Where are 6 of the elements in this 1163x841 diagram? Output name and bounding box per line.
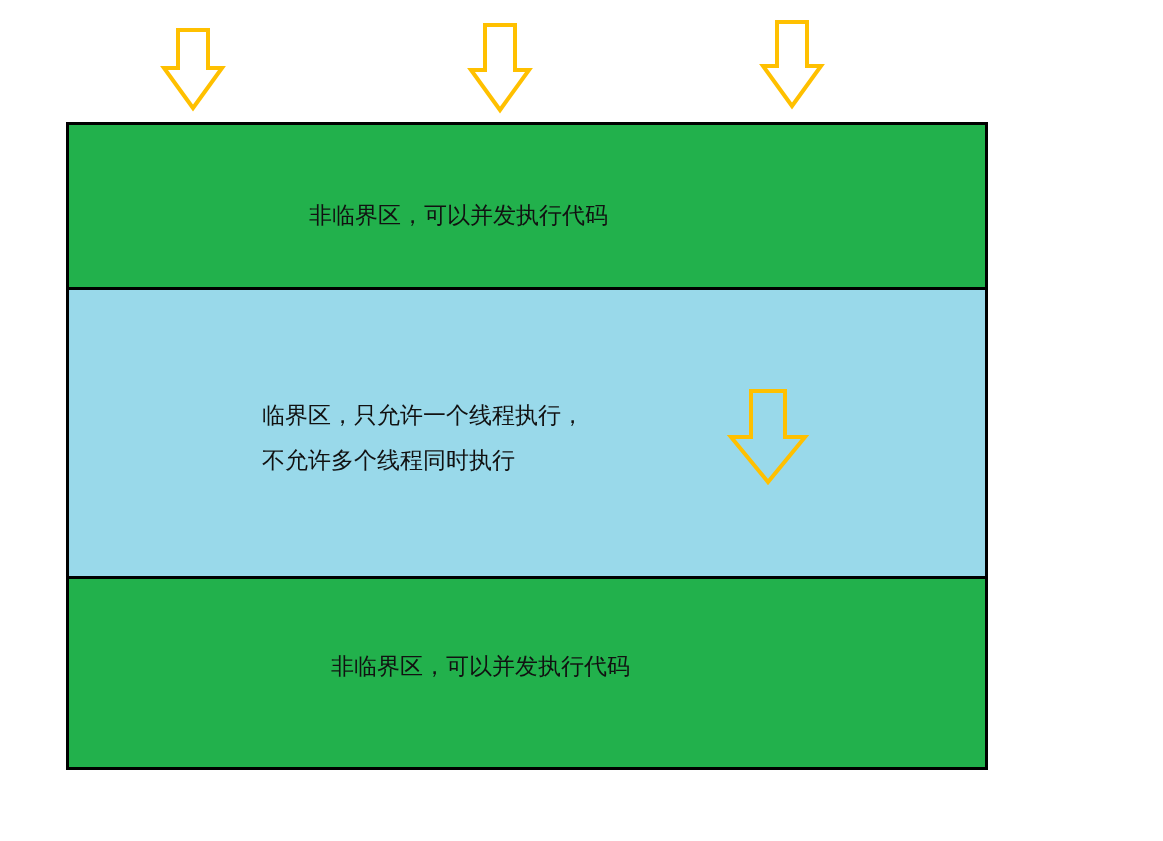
region-label: 非临界区，可以并发执行代码 <box>309 201 609 230</box>
region-label: 临界区，只允许一个线程执行，不允许多个线程同时执行 <box>262 401 585 475</box>
region-label: 非临界区，可以并发执行代码 <box>331 652 631 681</box>
region-band <box>66 122 988 290</box>
region-band <box>66 579 988 770</box>
region-band <box>66 290 988 579</box>
